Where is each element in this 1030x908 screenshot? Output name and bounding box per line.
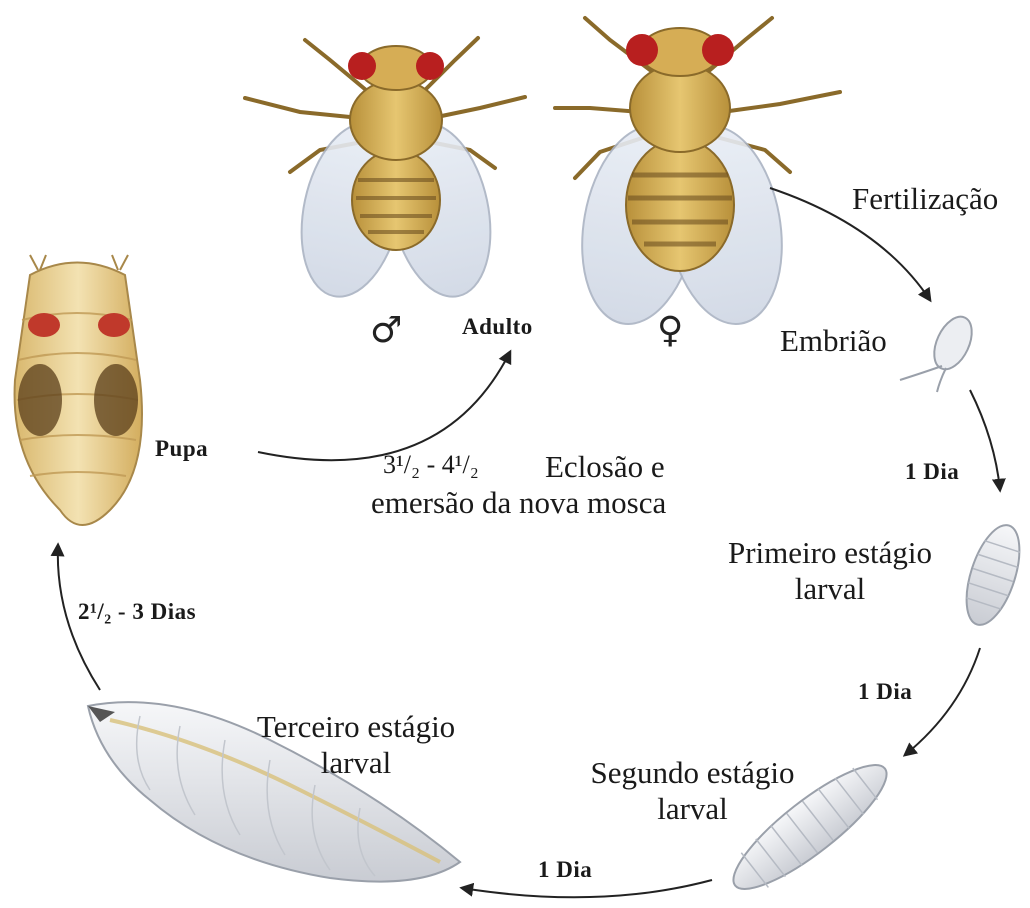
arrow-embryo-to-first <box>970 390 1000 490</box>
first-instar-label-line1: Primeiro estágio <box>705 537 955 568</box>
female-fly-icon <box>555 18 840 333</box>
pupa-icon <box>15 255 142 525</box>
female-symbol: ♀ <box>657 313 683 349</box>
eclosion-label-line1: Eclosão e <box>545 451 665 482</box>
arrow-first-to-second <box>905 648 980 755</box>
male-fly-icon <box>245 38 525 306</box>
duration-first-to-second: 1 Dia <box>858 680 912 703</box>
third-instar-label-line1: Terceiro estágio <box>236 711 476 742</box>
arrow-pupa-to-adult <box>258 352 510 460</box>
duration-second-to-third: 1 Dia <box>538 858 592 881</box>
embryo-label: Embrião <box>780 325 887 356</box>
first-instar-larva-icon <box>956 519 1030 632</box>
second-instar-label-line2: larval <box>570 793 815 824</box>
embryo-icon <box>900 311 979 392</box>
male-symbol: ♂ <box>370 313 402 349</box>
adult-label: Adulto <box>462 315 533 338</box>
first-instar-label-line2: larval <box>705 573 955 604</box>
eclosion-label-line2: emersão da nova mosca <box>371 487 666 518</box>
second-instar-label-line1: Segundo estágio <box>570 757 815 788</box>
duration-third-to-pupa: 2¹/₂ - 3 Dias <box>78 600 196 623</box>
duration-embryo-to-first: 1 Dia <box>905 460 959 483</box>
eclosion-time-label: 3¹/₂ - 4¹/₂ <box>383 452 479 478</box>
fertilization-label: Fertilização <box>852 183 998 214</box>
pupa-label: Pupa <box>155 437 208 460</box>
arrow-second-to-third <box>462 880 712 897</box>
third-instar-label-line2: larval <box>236 747 476 778</box>
